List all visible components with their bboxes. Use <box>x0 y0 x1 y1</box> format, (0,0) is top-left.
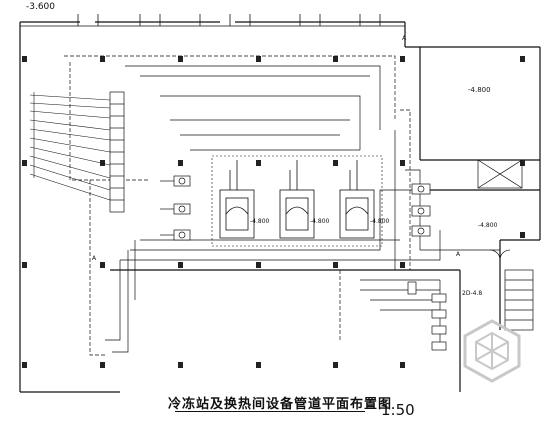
top-wall-double <box>20 14 405 27</box>
left-annotations <box>29 92 111 201</box>
section-markers: A A A <box>92 35 461 262</box>
pipe-routes <box>64 55 500 356</box>
right-room-elevation-label: -4.800 <box>468 86 491 94</box>
chiller-unit-3-label: -4.800 <box>370 218 390 225</box>
building-walls <box>19 21 541 393</box>
title-underline <box>175 411 365 412</box>
chilled-water-pumps <box>160 175 191 241</box>
stair-core <box>477 159 534 331</box>
svg-text:A: A <box>92 255 97 262</box>
left-valve-column <box>109 91 125 213</box>
svg-text:A: A <box>402 35 407 42</box>
heat-exchange-room-elevation-label: -4.800 <box>478 222 498 229</box>
structural-columns <box>22 56 525 368</box>
heat-exchangers <box>407 281 447 351</box>
chiller-zone-border <box>211 155 383 247</box>
cooling-water-pumps <box>411 183 431 237</box>
drawing-scale: 1:50 <box>381 401 415 419</box>
chiller-unit-3 <box>339 160 375 239</box>
chiller-unit-2 <box>279 160 315 239</box>
watermark-icon <box>463 319 521 383</box>
chiller-unit-1-label: -4.800 <box>250 218 270 225</box>
drawing-title: 冷冻站及换热间设备管道平面布置图 <box>167 397 392 412</box>
chiller-unit-2-label: -4.800 <box>310 218 330 225</box>
chiller-unit-1 <box>219 160 255 239</box>
svg-text:A: A <box>456 251 461 258</box>
dimension-note: 2D-4.8 <box>462 290 483 297</box>
top-elevation-label: -3.600 <box>26 2 56 12</box>
